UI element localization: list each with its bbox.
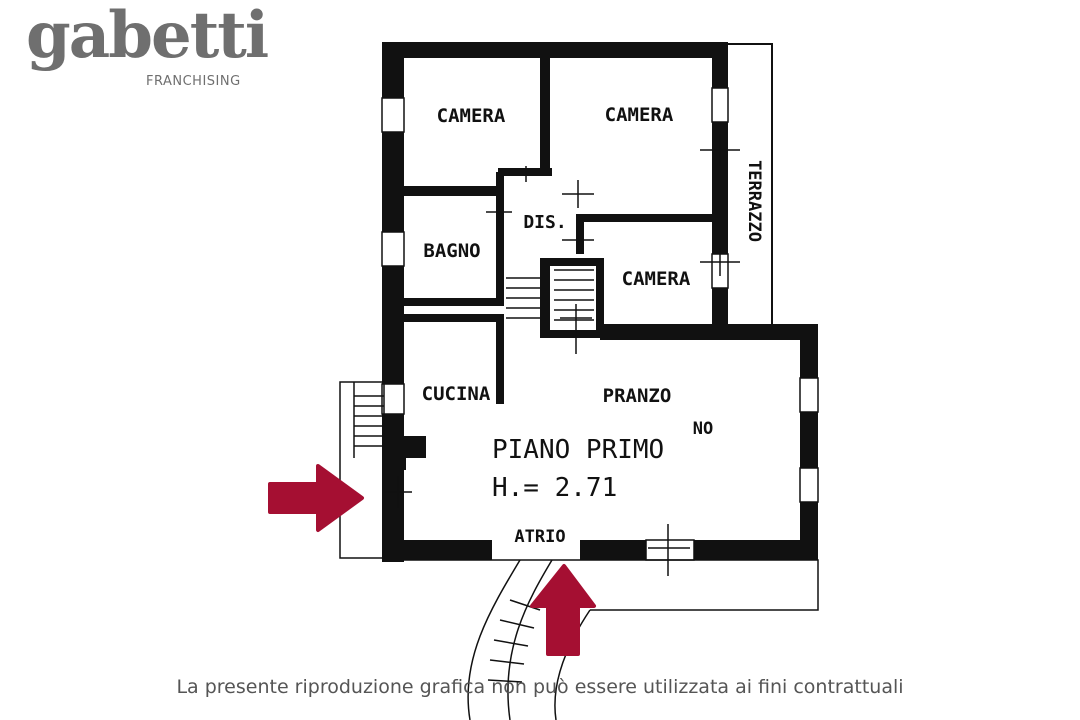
side-stair bbox=[339, 381, 385, 559]
gabetti-logo: gabetti FRANCHISING bbox=[26, 4, 269, 108]
entrance-terrace bbox=[404, 559, 819, 720]
logo-wordmark: gabetti bbox=[26, 0, 269, 73]
ceiling-height-label: H.= 2.71 bbox=[492, 473, 617, 503]
room-label-pranzo: PRANZO bbox=[603, 385, 672, 407]
room-label-bagno: BAGNO bbox=[423, 240, 480, 262]
inner-walls bbox=[382, 56, 716, 470]
room-label-terrazzo: TERRAZZO bbox=[744, 160, 764, 242]
internal-stairs bbox=[506, 269, 594, 321]
entrance-arrow-bottom bbox=[530, 564, 596, 656]
room-label-dis: DIS. bbox=[523, 212, 566, 233]
room-label-cucina: CUCINA bbox=[422, 383, 491, 405]
room-label-camera-1: CAMERA bbox=[437, 105, 506, 127]
room-label-fragment: NO bbox=[693, 419, 713, 439]
windows bbox=[381, 87, 819, 561]
room-label-camera-3: CAMERA bbox=[622, 268, 691, 290]
room-label-camera-2: CAMERA bbox=[605, 104, 674, 126]
disclaimer-text: La presente riproduzione grafica non può… bbox=[176, 676, 904, 698]
logo-subtitle: FRANCHISING bbox=[146, 74, 241, 89]
entrance-arrow-left bbox=[268, 464, 364, 532]
door-markers bbox=[384, 134, 740, 576]
floor-label: PIANO PRIMO bbox=[492, 435, 664, 465]
room-label-atrio: ATRIO bbox=[514, 527, 565, 547]
